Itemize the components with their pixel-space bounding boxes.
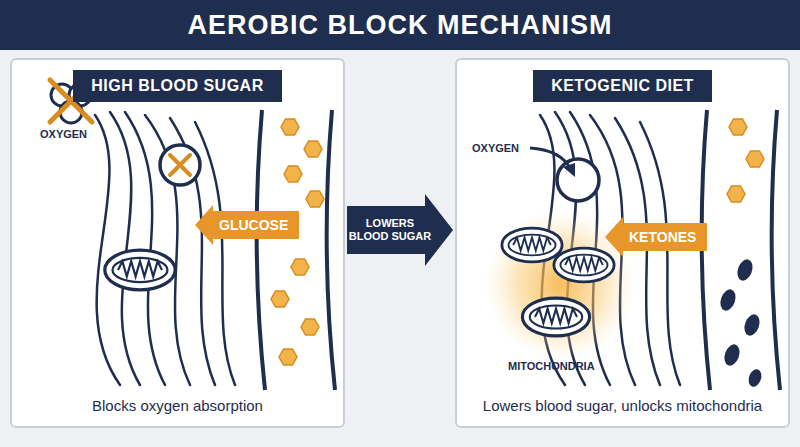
part-label: OXYGEN — [40, 128, 87, 140]
caption-text: Blocks oxygen absorption — [20, 397, 335, 414]
title-bar: AEROBIC BLOCK MECHANISM — [0, 0, 800, 50]
part-label: OXYGEN — [472, 142, 519, 154]
arrow-fill — [605, 217, 707, 257]
arrow-box: KETONES — [605, 217, 707, 257]
panel-box: Blocks oxygen absorption HIGH BLOOD SUGAR… — [10, 58, 345, 428]
arrow-fill — [195, 205, 299, 245]
header-text: HIGH BLOOD SUGAR — [91, 77, 263, 95]
part-label: MITOCHONDRIA — [508, 360, 595, 372]
title-text: AEROBIC BLOCK MECHANISM — [188, 10, 613, 41]
header-box: HIGH BLOOD SUGAR — [73, 70, 282, 102]
edge-label: LOWERS BLOOD SUGAR — [348, 217, 432, 243]
arrow-text: GLUCOSE — [219, 217, 288, 233]
header-text: KETOGENIC DIET — [551, 77, 694, 95]
caption-text: Lowers blood sugar, unlocks mitochondria — [465, 397, 780, 414]
panel-box: Lowers blood sugar, unlocks mitochondria… — [455, 58, 790, 428]
header-box: KETOGENIC DIET — [533, 70, 712, 102]
arrow-text: KETONES — [629, 229, 696, 245]
block-arrow — [347, 194, 453, 266]
arrow-box: GLUCOSE — [195, 205, 299, 245]
